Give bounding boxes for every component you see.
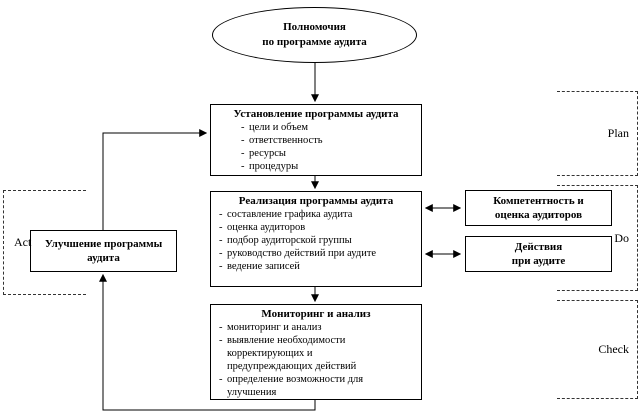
competence-box: Компетентность и оценка аудиторов (465, 190, 612, 226)
implement-item: ведение записей (217, 260, 415, 273)
establish-item: процедуры (239, 160, 415, 173)
improve-box: Улучшение программы аудита (30, 230, 177, 272)
monitor-item: выявление необходимости корректирующих и… (217, 334, 399, 373)
establish-item: цели и объем (239, 121, 415, 134)
establish-item: ответственность (239, 134, 415, 147)
implement-box: Реализация программы аудита составление … (210, 191, 422, 287)
implement-item: составление графика аудита (217, 208, 415, 221)
pdca-do-label: Do (614, 230, 629, 245)
pdca-act-label: Act (14, 235, 32, 249)
monitor-item: определение возможности для улучшения (217, 373, 399, 399)
audit-actions-label-line1: Действия (514, 240, 563, 253)
competence-label-line1: Компетентность и (493, 194, 584, 207)
monitor-item: мониторинг и анализ (217, 321, 399, 334)
pdca-plan-bracket: Plan (557, 91, 638, 176)
audit-actions-label-line2: при аудите (511, 255, 566, 267)
pdca-act-bracket: Act (3, 190, 86, 295)
improve-label-line1: Улучшение программы (44, 237, 163, 250)
establish-title: Установление программы аудита (233, 108, 399, 120)
start-label-line1: Полномочия (283, 21, 346, 34)
establish-box: Установление программы аудита цели и объ… (210, 104, 422, 176)
monitor-items: мониторинг и анализ выявление необходимо… (217, 321, 415, 399)
pdca-plan-label: Plan (607, 126, 629, 140)
pdca-check-label: Check (598, 342, 629, 356)
connector-improve-to-establish (102, 129, 208, 230)
implement-items: составление графика аудита оценка аудито… (217, 208, 415, 273)
establish-item: ресурсы (239, 147, 415, 160)
monitor-title: Мониторинг и анализ (261, 308, 371, 320)
start-ellipse: Полномочия по программе аудита (212, 7, 417, 63)
monitor-box: Мониторинг и анализ мониторинг и анализ … (210, 304, 422, 400)
start-label-line2: по программе аудита (262, 36, 367, 48)
audit-actions-box: Действия при аудите (465, 236, 612, 272)
competence-label-line2: оценка аудиторов (494, 209, 583, 221)
implement-item: подбор аудиторской группы (217, 234, 415, 247)
establish-items: цели и объем ответственность ресурсы про… (217, 121, 415, 173)
pdca-check-bracket: Check (557, 300, 638, 399)
implement-title: Реализация программы аудита (238, 195, 394, 207)
pdca-do-bracket: Do (557, 185, 638, 291)
improve-label-line2: аудита (87, 252, 120, 264)
implement-item: руководство действий при аудите (217, 247, 415, 260)
implement-item: оценка аудиторов (217, 221, 415, 234)
